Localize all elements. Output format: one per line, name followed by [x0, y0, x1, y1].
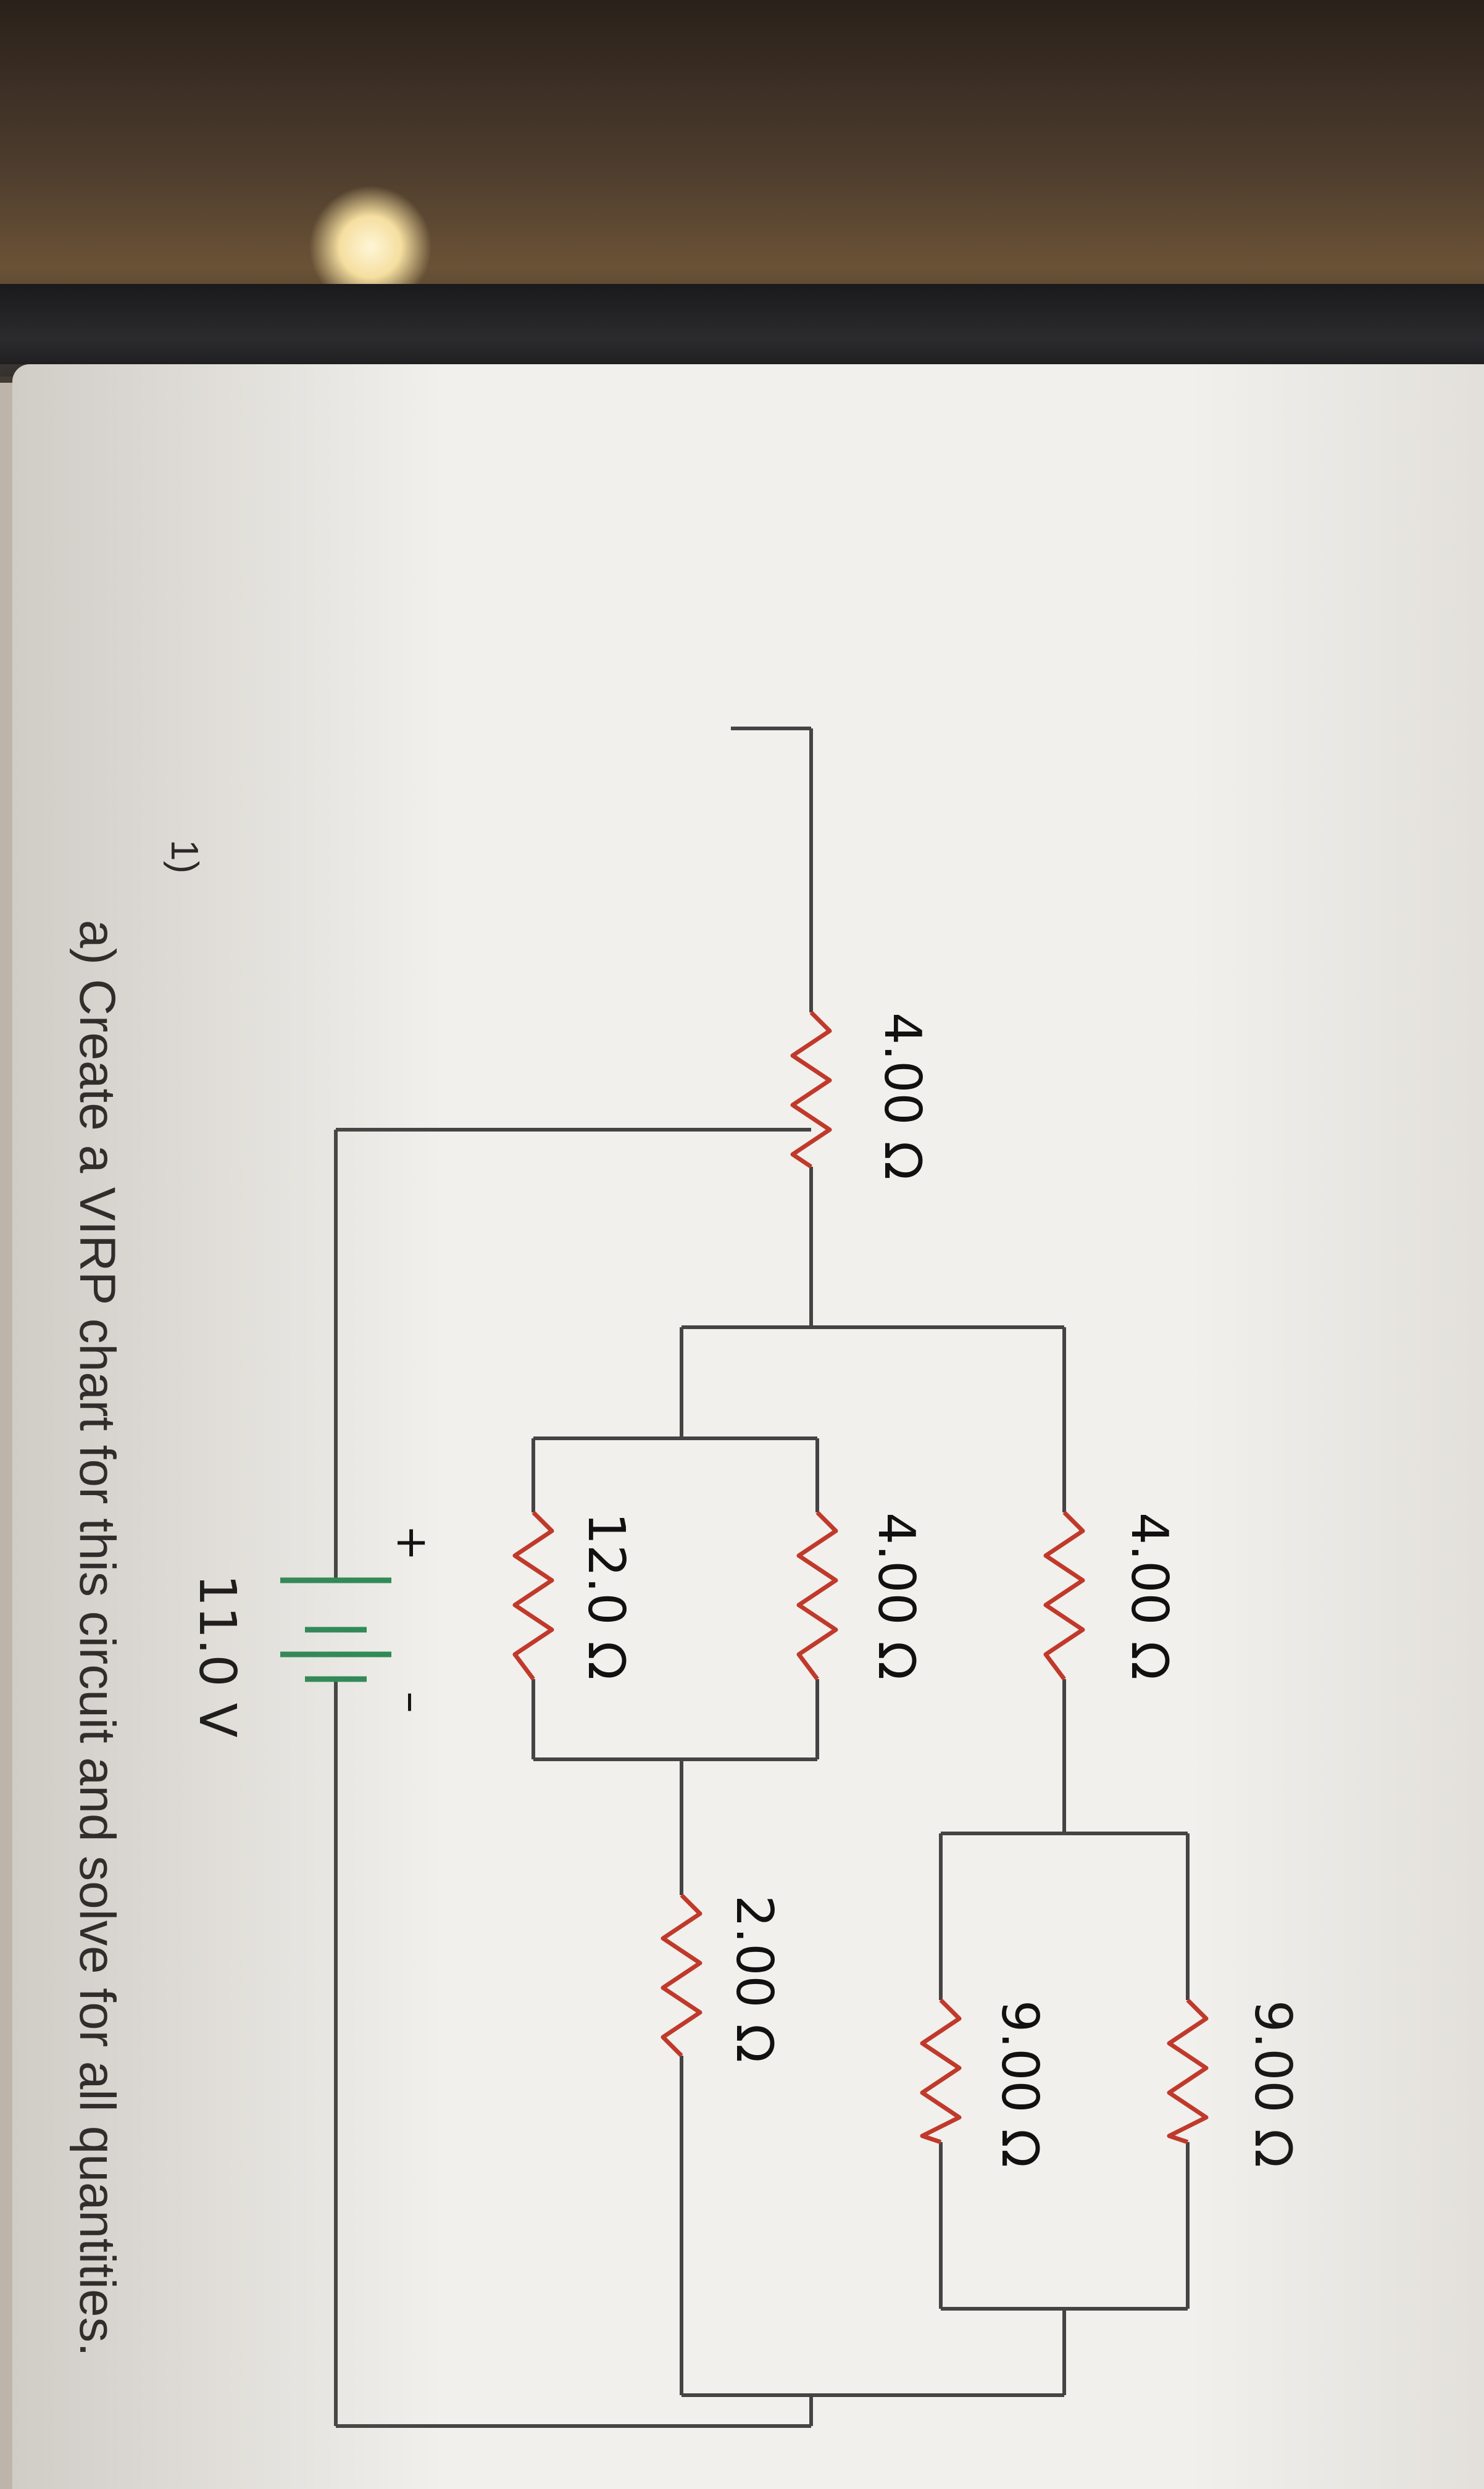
label-r-mid-middle: 4.00 Ω [867, 1512, 925, 1680]
resistor-zigzag [920, 1998, 962, 2145]
question-number: 1) [163, 840, 206, 874]
label-r-mid-lower: 12.0 Ω [577, 1512, 635, 1680]
label-r-mid-right: 2.00 Ω [725, 1895, 783, 2062]
problem-page: 4.00 Ω 4.00 Ω 9.00 Ω 9.00 Ω 4.00 Ω 12.0 … [12, 364, 1484, 2489]
battery-minus: – [387, 1691, 438, 1713]
resistor-zigzag [512, 1511, 554, 1681]
resistor-zigzag [796, 1511, 838, 1681]
resistor-zigzag [1043, 1511, 1085, 1681]
circuit-diagram: 4.00 Ω 4.00 Ω 9.00 Ω 9.00 Ω 4.00 Ω 12.0 … [188, 727, 1302, 2428]
question-part-a: a) Create a VIRP chart for this circuit … [69, 920, 125, 2357]
resistor-zigzag [661, 1893, 702, 2057]
label-r-left: 4.00 Ω [873, 1012, 932, 1180]
label-r-top-right-upper: 9.00 Ω [1243, 2000, 1302, 2167]
screen-area [12, 364, 1484, 2489]
battery-plus: + [387, 1525, 438, 1561]
battery-symbol [280, 1577, 391, 1682]
resistor-zigzag [790, 1011, 832, 1169]
resistor-zigzag [1167, 1998, 1209, 2145]
label-r-top-middle: 4.00 Ω [1120, 1512, 1178, 1680]
battery-voltage: 11.0 V [188, 1574, 246, 1738]
label-r-top-right-lower: 9.00 Ω [990, 2000, 1049, 2167]
monitor-bezel [0, 284, 1484, 377]
